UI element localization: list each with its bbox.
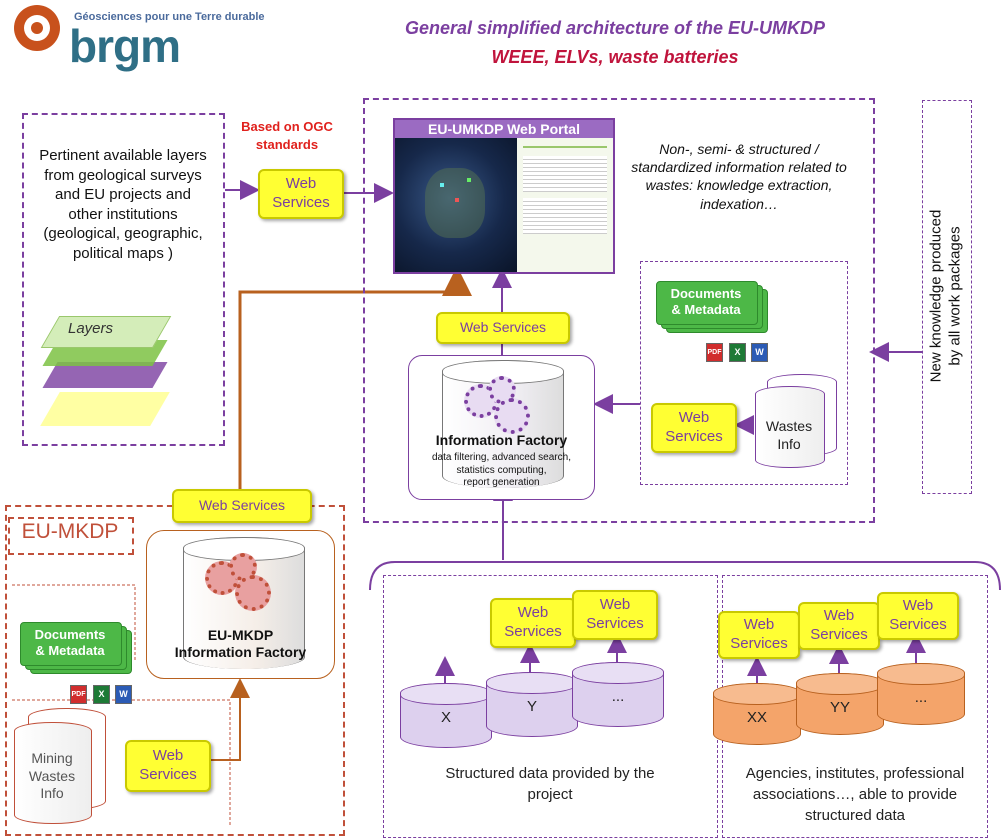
new-knowledge-box: [922, 100, 972, 494]
eumkdp-gears-icon: [205, 553, 275, 611]
docs-metadata-right: Documents & Metadata: [656, 281, 768, 333]
eumkdp-web-services: Web Services: [172, 489, 312, 523]
agencies-caption: Agencies, institutes, professional assoc…: [745, 765, 965, 824]
portal-title: EU-UMKDP Web Portal: [395, 120, 613, 138]
agencies-ws-1: Web Services: [718, 611, 800, 659]
word-icon-left: W: [115, 685, 132, 704]
mining-wastes-label: Mining Wastes Info: [28, 750, 76, 801]
db-etc-2-label: ...: [914, 689, 928, 706]
docs-right-box: [640, 261, 848, 485]
layers-stack: Layers: [38, 312, 178, 437]
agencies-ws-3: Web Services: [877, 592, 959, 640]
page-subtitle: WEEE, ELVs, waste batteries: [491, 47, 739, 67]
db-etc-2: ...: [877, 663, 965, 725]
structured-caption: Structured data provided by the project: [445, 765, 655, 803]
layers-label: Layers: [68, 320, 114, 337]
structured-ws-1: Web Services: [490, 598, 576, 648]
db-x-label: X: [440, 709, 451, 726]
excel-icon-left: X: [93, 685, 110, 704]
main-platform-box: [363, 98, 875, 523]
logo-tagline: Géosciences pour une Terre durable: [74, 11, 265, 23]
db-xx-label: XX: [746, 709, 767, 726]
db-yy: YY: [796, 673, 884, 735]
pdf-icon-left: PDF: [70, 685, 87, 704]
excel-icon: X: [729, 343, 746, 362]
ogc-label: Based on OGC standards: [241, 119, 333, 152]
information-factory-box: Information Factory data filtering, adva…: [408, 355, 595, 500]
sources-box: [22, 113, 225, 446]
new-knowledge-text: New knowledge produced by all work packa…: [927, 209, 963, 383]
brace-bottom: [369, 561, 1001, 591]
portal-web-services: Web Services: [436, 312, 570, 344]
wastes-info-label: Wastes Info: [765, 418, 813, 452]
db-x: X: [400, 683, 492, 748]
db-xx: XX: [713, 683, 801, 745]
nonstructured-text: Non-, semi- & structured / standardized …: [631, 141, 847, 212]
factory-desc: data filtering, advanced search, statist…: [432, 452, 571, 488]
mining-web-services: Web Services: [125, 740, 211, 792]
web-portal[interactable]: EU-UMKDP Web Portal: [393, 118, 615, 274]
sources-text: Pertinent available layers from geologic…: [39, 147, 207, 262]
mining-wastes-db: Mining Wastes Info: [14, 708, 106, 826]
arrow-mining-ws-to-factory: [210, 678, 250, 761]
factory-title: Information Factory: [435, 432, 568, 448]
eumkdp-title-box: [8, 517, 134, 555]
eumkdp-factory-box: EU-MKDP Information Factory: [146, 530, 335, 679]
ogc-web-services: Web Services: [258, 169, 344, 219]
gears-icon: [464, 376, 534, 434]
docs-right-label: Documents & Metadata: [670, 286, 742, 317]
word-icon: W: [751, 343, 768, 362]
portal-panel: [517, 138, 613, 272]
docs-metadata-left: Documents & Metadata: [20, 622, 132, 674]
db-etc: ...: [572, 662, 664, 727]
eumkdp-title: EU-MKDP: [21, 520, 119, 543]
db-y-label: Y: [526, 698, 537, 715]
logo-swirl-icon: [14, 5, 60, 51]
brgm-logo: Géosciences pour une Terre durable brgm: [14, 5, 265, 83]
agencies-ws-2: Web Services: [798, 602, 880, 650]
db-y: Y: [486, 672, 578, 737]
arrow-eumkdp-to-portal: [238, 266, 472, 495]
portal-map: [395, 138, 517, 272]
right-web-services: Web Services: [651, 403, 737, 453]
logo-name: brgm: [69, 20, 181, 72]
wastes-info-db: Wastes Info: [755, 374, 837, 470]
eumkdp-factory-label: EU-MKDP Information Factory: [174, 627, 307, 660]
docs-left-label: Documents & Metadata: [34, 627, 106, 658]
pdf-icon: PDF: [706, 343, 723, 362]
db-yy-label: YY: [829, 699, 850, 716]
page-title: General simplified architecture of the E…: [404, 18, 826, 38]
db-etc-label: ...: [611, 688, 625, 705]
structured-ws-2: Web Services: [572, 590, 658, 640]
